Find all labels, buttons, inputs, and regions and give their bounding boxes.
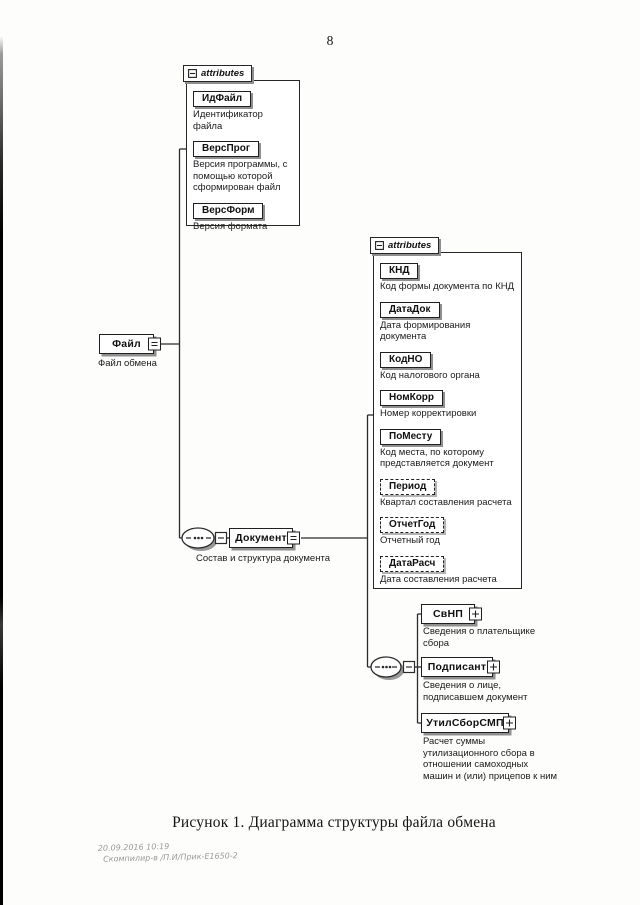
element-caption: Файл обмена (98, 358, 157, 369)
attr-node-pomestu: ПоМесту (380, 428, 442, 445)
collapse-icon (375, 241, 384, 250)
collapse-icon (188, 69, 197, 78)
expand-icon (503, 716, 516, 730)
attr-caption: Квартал составления расчета (380, 496, 512, 508)
expand-icon (469, 607, 482, 621)
attr-node-datarasch: ДатаРасч (380, 555, 445, 572)
attributes-tab: attributes (370, 237, 440, 254)
sequence-icon (370, 656, 404, 680)
attr-node-nomkorr: НомКорр (380, 390, 444, 406)
attr-caption: Отчетный год (380, 535, 440, 546)
attr-node-versprog: ВерсПрог (193, 141, 260, 157)
element-caption: Сведения о лице, подписавшем документ (423, 680, 528, 703)
collapse-icon (214, 531, 228, 545)
attr-caption: Код формы документа по КНД (380, 281, 515, 292)
element-dokument: Документ (229, 528, 300, 548)
expand-icon (487, 660, 500, 674)
element-label: СвНП (433, 608, 463, 620)
element-fajl: Файл (99, 334, 161, 354)
element-caption: Состав и структура документа (196, 553, 330, 564)
attr-caption: Идентификатор файла (193, 109, 263, 132)
page-number: 8 (326, 33, 334, 48)
scan-edge-artifact (0, 0, 3, 905)
collapse-icon (148, 337, 161, 351)
element-svnp: СвНП (421, 604, 482, 624)
file-attributes-box: attributes ИдФайл Идентификатор файла Ве… (183, 65, 300, 232)
element-label: Файл (112, 338, 141, 350)
element-podpisant: Подписант (421, 657, 500, 677)
attr-caption: Версия программы, с помощью которой сфор… (193, 159, 288, 193)
attr-node-versform: ВерсФорм (193, 202, 264, 219)
attr-node-kodno: КодНО (380, 351, 432, 368)
attr-node-idfajl: ИдФайл (193, 91, 252, 107)
attributes-tab-label: attributes (201, 68, 245, 79)
collapse-icon (402, 660, 416, 674)
attributes-tab: attributes (183, 65, 253, 82)
attr-caption: Дата формирования документа (380, 319, 471, 343)
element-utilsborsmp: УтилСборСМП (421, 713, 516, 733)
element-label: УтилСборСМП (426, 717, 504, 729)
collapse-icon (287, 531, 300, 545)
document-attributes-box: attributes КНД Код формы документа по КН… (370, 237, 522, 589)
attributes-tab-label: attributes (388, 240, 432, 251)
element-label: Подписант (427, 661, 487, 673)
figure-caption: Рисунок 1. Диаграмма структуры файла обм… (172, 814, 496, 831)
attr-caption: Дата составления расчета (380, 573, 497, 585)
attr-node-knd: КНД (380, 263, 419, 279)
attr-node-period: Период (380, 478, 436, 495)
element-caption: Расчет суммы утилизационного сбора в отн… (423, 736, 558, 782)
element-caption: Сведения о плательщике сбора (423, 626, 536, 649)
attr-caption: Код налогового органа (380, 369, 480, 381)
attr-caption: Версия формата (193, 220, 268, 232)
sequence-icon (181, 527, 217, 551)
element-label: Документ (235, 532, 287, 544)
print-footer: 20.09.2016 10:19 Скомпилир-в /П.И/Прик-Е… (98, 840, 238, 865)
attr-node-datadok: ДатаДок (380, 301, 440, 318)
attr-caption: Код места, по которому представляется до… (380, 446, 494, 470)
attr-caption: Номер корректировки (380, 408, 477, 419)
attr-node-otchetgod: ОтчетГод (380, 517, 445, 533)
